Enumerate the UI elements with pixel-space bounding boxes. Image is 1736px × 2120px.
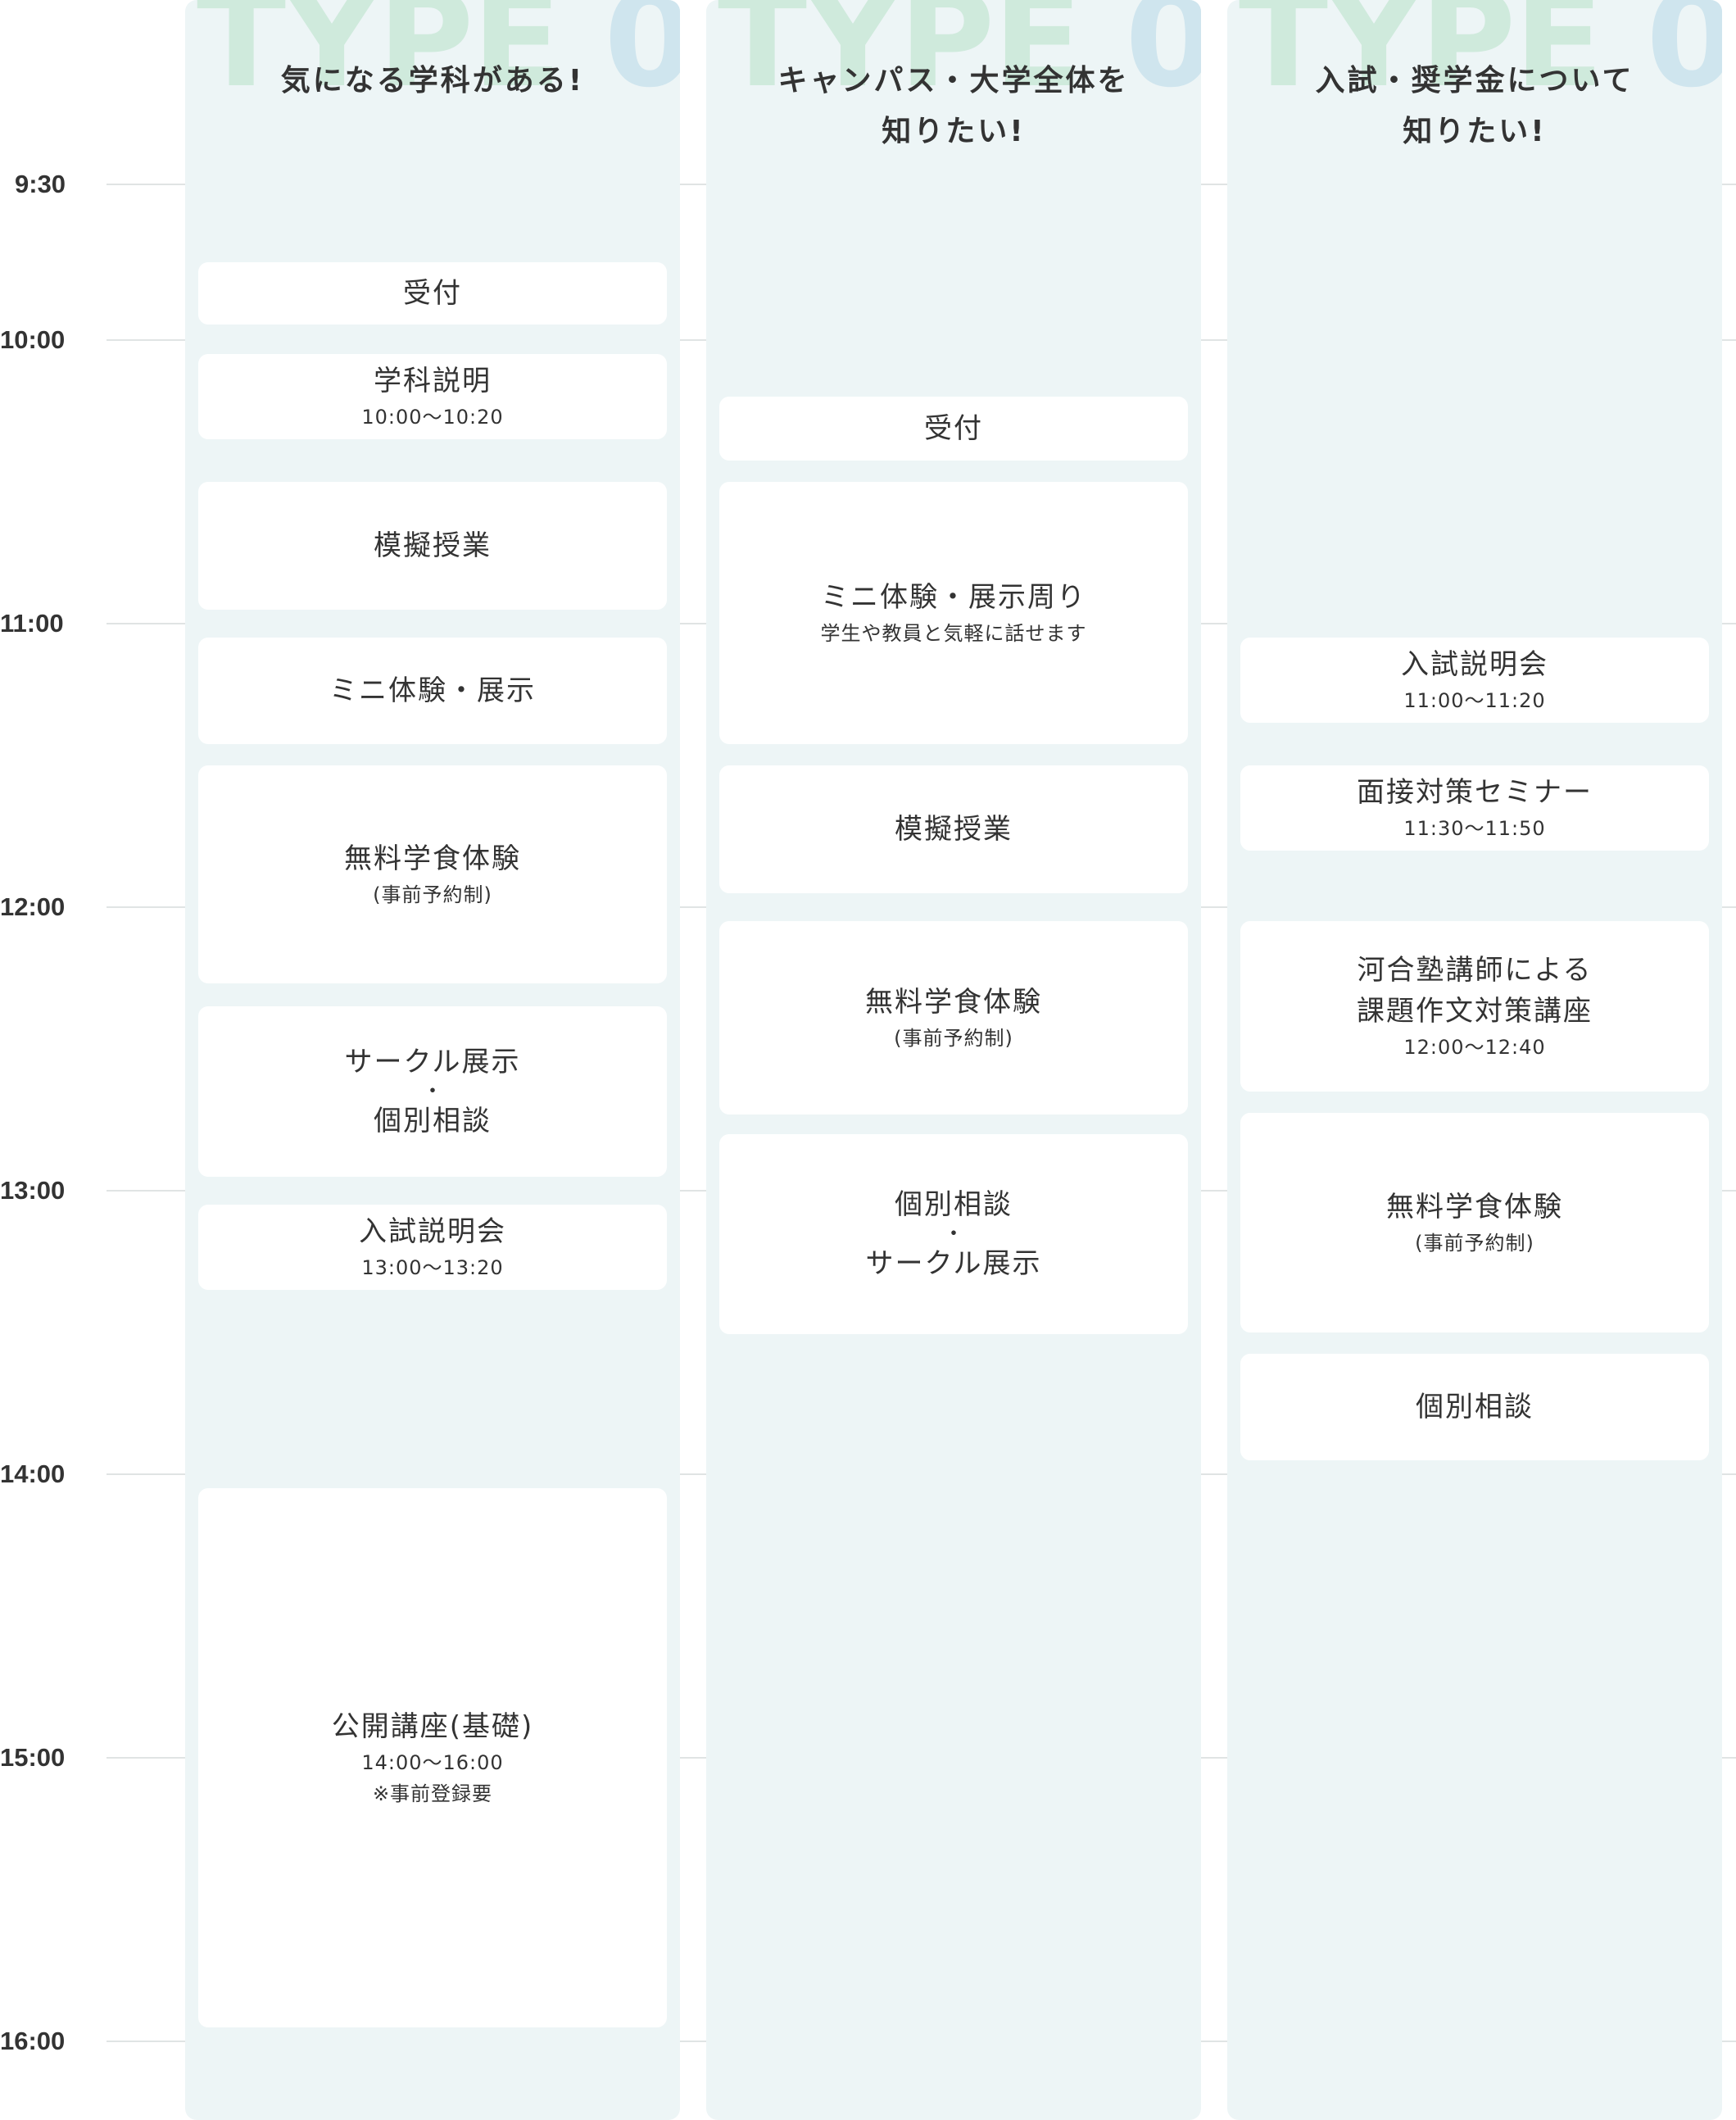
card-title: 受付 <box>924 412 983 445</box>
schedule-card-consultation-club: 個別相談 ・ サークル展示 <box>719 1134 1188 1334</box>
time-label-1600: 16:00 <box>0 2027 66 2055</box>
card-time: 12:00〜12:40 <box>1403 1036 1546 1059</box>
card-title: 模擬授業 <box>374 529 492 562</box>
time-label-1000: 10:00 <box>0 325 66 354</box>
schedule-card-trial-class: 模擬授業 <box>198 482 667 610</box>
schedule-card-reception: 受付 <box>198 262 667 325</box>
schedule-card-mini-experience-tour: ミニ体験・展示周り 学生や教員と気軽に話せます <box>719 482 1188 744</box>
column-title: 気になる学科がある! <box>185 56 680 107</box>
card-title: 無料学食体験 <box>344 842 521 875</box>
schedule-card-trial-class: 模擬授業 <box>719 765 1188 893</box>
schedule-card-free-cafeteria: 無料学食体験 (事前予約制) <box>198 765 667 983</box>
time-label-1400: 14:00 <box>0 1459 66 1488</box>
card-note: (事前予約制) <box>894 1027 1013 1050</box>
card-title: サークル展示 <box>865 1247 1042 1280</box>
type-heading: TYPE 02 <box>718 0 1201 110</box>
column-title-line: キャンパス・大学全体を <box>777 64 1130 98</box>
schedule-card-admission-briefing: 入試説明会 11:00〜11:20 <box>1240 638 1709 723</box>
card-title: 学科説明 <box>374 365 492 397</box>
type-number: 02 <box>1125 0 1201 116</box>
type-number: 03 <box>1646 0 1722 116</box>
card-title: 河合塾講師による <box>1357 954 1593 987</box>
column-title-line: 知りたい! <box>882 115 1026 148</box>
schedule-card-club-consultation: サークル展示 ・ 個別相談 <box>198 1006 667 1177</box>
card-separator: ・ <box>942 1222 964 1246</box>
time-label-0930: 9:30 <box>15 170 66 198</box>
card-title: ミニ体験・展示 <box>329 674 536 707</box>
time-label-1100: 11:00 <box>0 609 64 638</box>
schedule-card-mini-experience: ミニ体験・展示 <box>198 638 667 744</box>
card-time: 13:00〜13:20 <box>361 1256 504 1279</box>
schedule-card-reception: 受付 <box>719 397 1188 461</box>
card-title: 入試説明会 <box>1401 648 1548 681</box>
time-label-1500: 15:00 <box>0 1743 66 1772</box>
card-title: 個別相談 <box>1416 1391 1534 1423</box>
schedule-card-department-briefing: 学科説明 10:00〜10:20 <box>198 354 667 439</box>
column-type-02: TYPE 02 キャンパス・大学全体を 知りたい! 受付 ミニ体験・展示周り 学… <box>706 0 1201 2120</box>
card-title: 個別相談 <box>895 1188 1013 1221</box>
time-label-1300: 13:00 <box>0 1176 66 1205</box>
schedule-card-admission-briefing: 入試説明会 13:00〜13:20 <box>198 1205 667 1290</box>
card-title: サークル展示 <box>344 1046 521 1078</box>
card-title: 公開講座(基礎) <box>331 1710 534 1743</box>
card-title: 受付 <box>403 277 462 310</box>
card-title: 面接対策セミナー <box>1357 776 1593 809</box>
card-title: ミニ体験・展示周り <box>821 581 1086 614</box>
card-title: 課題作文対策講座 <box>1357 995 1593 1028</box>
card-title: 個別相談 <box>374 1105 492 1137</box>
type-word: TYPE <box>1239 0 1604 116</box>
card-separator: ・ <box>421 1079 443 1104</box>
card-time: 10:00〜10:20 <box>361 406 504 429</box>
schedule-card-public-lecture: 公開講座(基礎) 14:00〜16:00 ※事前登録要 <box>198 1488 667 2027</box>
type-heading: TYPE 01 <box>197 0 680 110</box>
card-time: 11:00〜11:20 <box>1403 689 1546 712</box>
column-type-01: TYPE 01 気になる学科がある! 受付 学科説明 10:00〜10:20 模… <box>185 0 680 2120</box>
column-title-line: 知りたい! <box>1403 115 1547 148</box>
time-label-1200: 12:00 <box>0 892 66 921</box>
type-word: TYPE <box>718 0 1083 116</box>
card-note: ※事前登録要 <box>372 1782 493 1805</box>
schedule-card-interview-seminar: 面接対策セミナー 11:30〜11:50 <box>1240 765 1709 851</box>
column-type-03: TYPE 03 入試・奨学金について 知りたい! 入試説明会 11:00〜11:… <box>1227 0 1722 2120</box>
type-heading: TYPE 03 <box>1239 0 1722 110</box>
type-number: 01 <box>604 0 680 116</box>
schedule-card-essay-course: 河合塾講師による 課題作文対策講座 12:00〜12:40 <box>1240 921 1709 1092</box>
column-title-line: 気になる学科がある! <box>280 64 585 98</box>
card-note: (事前予約制) <box>1415 1232 1534 1255</box>
column-title: キャンパス・大学全体を 知りたい! <box>706 56 1201 157</box>
schedule-card-free-cafeteria: 無料学食体験 (事前予約制) <box>719 921 1188 1114</box>
type-word: TYPE <box>197 0 562 116</box>
card-note: 学生や教員と気軽に話せます <box>820 622 1087 645</box>
card-note: (事前予約制) <box>373 883 492 906</box>
card-title: 無料学食体験 <box>1386 1191 1563 1223</box>
card-time: 11:30〜11:50 <box>1403 817 1546 840</box>
column-title-line: 入試・奨学金について <box>1315 64 1634 98</box>
card-title: 入試説明会 <box>359 1215 506 1248</box>
schedule-card-consultation: 個別相談 <box>1240 1354 1709 1460</box>
card-title: 模擬授業 <box>895 813 1013 846</box>
schedule-card-free-cafeteria: 無料学食体験 (事前予約制) <box>1240 1113 1709 1332</box>
column-title: 入試・奨学金について 知りたい! <box>1227 56 1722 157</box>
card-title: 無料学食体験 <box>865 986 1042 1019</box>
card-time: 14:00〜16:00 <box>361 1751 504 1774</box>
